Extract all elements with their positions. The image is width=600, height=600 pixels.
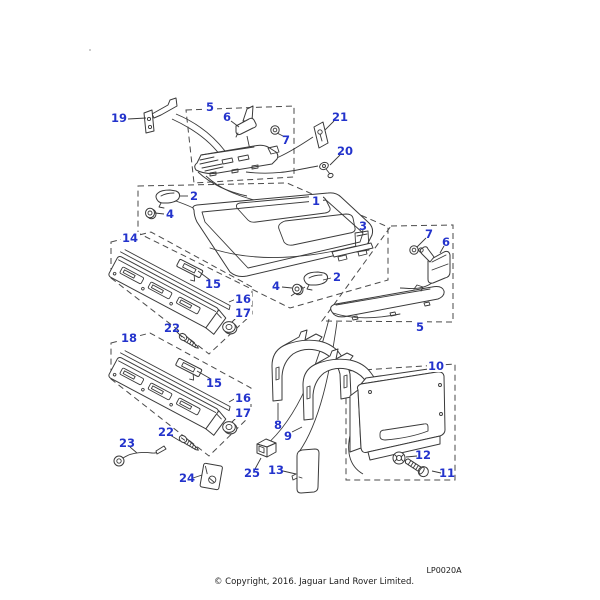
callout-labels: 19 5 6 7 21 20 2 4 1 3 2 4 7 6 5 14 15 1… <box>111 100 455 485</box>
callout-18: 18 <box>121 331 137 345</box>
callout-13: 13 <box>268 463 284 477</box>
callout-1: 1 <box>312 194 320 208</box>
part-12-washer <box>392 451 406 465</box>
part-22-screw-upper <box>178 333 199 349</box>
callout-19: 19 <box>111 111 127 125</box>
part-6-right-clip <box>418 246 451 284</box>
callout-10: 10 <box>428 359 444 373</box>
copyright-text: © Copyright, 2016. Jaguar Land Rover Lim… <box>214 577 414 587</box>
callout-5-right: 5 <box>416 320 424 334</box>
callout-16-upper: 16 <box>235 292 251 306</box>
part-10-stowage-bin-panel <box>349 366 446 461</box>
part-23-cord <box>113 445 167 467</box>
part-19-bracket <box>143 97 178 134</box>
callout-7-top: 7 <box>282 133 290 147</box>
callout-16-lower: 16 <box>235 391 251 405</box>
part-7-top-grommet <box>270 125 280 135</box>
callout-17-upper: 17 <box>235 306 251 320</box>
callout-17-lower: 17 <box>235 406 251 420</box>
callout-6-top: 6 <box>223 110 231 124</box>
part-2-end-cap-upper <box>155 189 181 209</box>
part-1-parcel-shelf <box>192 192 374 277</box>
part-5-rear-shelf-right <box>330 284 445 321</box>
part-4-grommet-lower <box>292 283 304 296</box>
callout-25: 25 <box>244 466 260 480</box>
part-4-grommet-upper <box>145 207 157 220</box>
callout-4-lower: 4 <box>272 279 280 293</box>
callout-14: 14 <box>122 231 138 245</box>
callout-21: 21 <box>332 110 348 124</box>
group-box-10 <box>345 363 456 481</box>
part-17-grommet-upper <box>222 321 238 335</box>
group-box-5-top <box>185 105 295 184</box>
print-artifact-dot <box>89 49 91 51</box>
part-3-bracket-rail <box>331 230 374 262</box>
callout-15-lower: 15 <box>206 376 222 390</box>
callout-15-upper: 15 <box>205 277 221 291</box>
part-6-top-clip <box>235 105 257 138</box>
part-18-tread-plate <box>108 350 231 436</box>
part-13-access-panel <box>291 448 320 494</box>
callout-2-upper: 2 <box>190 189 198 203</box>
callout-7-right: 7 <box>425 227 433 241</box>
callout-6-right: 6 <box>442 235 450 249</box>
callout-3: 3 <box>359 219 367 233</box>
part-20-stud <box>319 161 334 179</box>
part-15-latch-upper <box>176 259 204 282</box>
group-box-5-right <box>321 224 454 323</box>
callout-2-lower: 2 <box>333 270 341 284</box>
part-11-bolt <box>404 458 429 478</box>
part-21-clip <box>313 121 329 149</box>
callout-22-upper: 22 <box>164 321 180 335</box>
callout-4-upper: 4 <box>166 207 174 221</box>
part-2-end-cap-lower <box>303 271 329 291</box>
callout-20: 20 <box>337 144 353 158</box>
part-17-grommet-lower <box>222 421 238 435</box>
part-14-tread-plate <box>108 249 231 335</box>
part-25-clip <box>256 438 277 458</box>
callout-11: 11 <box>439 466 455 480</box>
part-22-screw-lower <box>178 435 199 451</box>
callout-24: 24 <box>179 471 195 485</box>
part-7-right-grommet <box>409 245 419 255</box>
part-24-cover-plate <box>199 462 223 491</box>
part-5-sill-tread-plate-top <box>194 144 280 177</box>
diagram-code: LP0020A <box>426 566 462 575</box>
callout-9: 9 <box>284 429 292 443</box>
part-8-wheel-arch-trim <box>271 329 352 402</box>
callout-8: 8 <box>274 418 282 432</box>
callout-22-lower: 22 <box>158 425 174 439</box>
callout-5-top: 5 <box>206 100 214 114</box>
callout-12: 12 <box>415 448 431 462</box>
callout-23: 23 <box>119 436 135 450</box>
